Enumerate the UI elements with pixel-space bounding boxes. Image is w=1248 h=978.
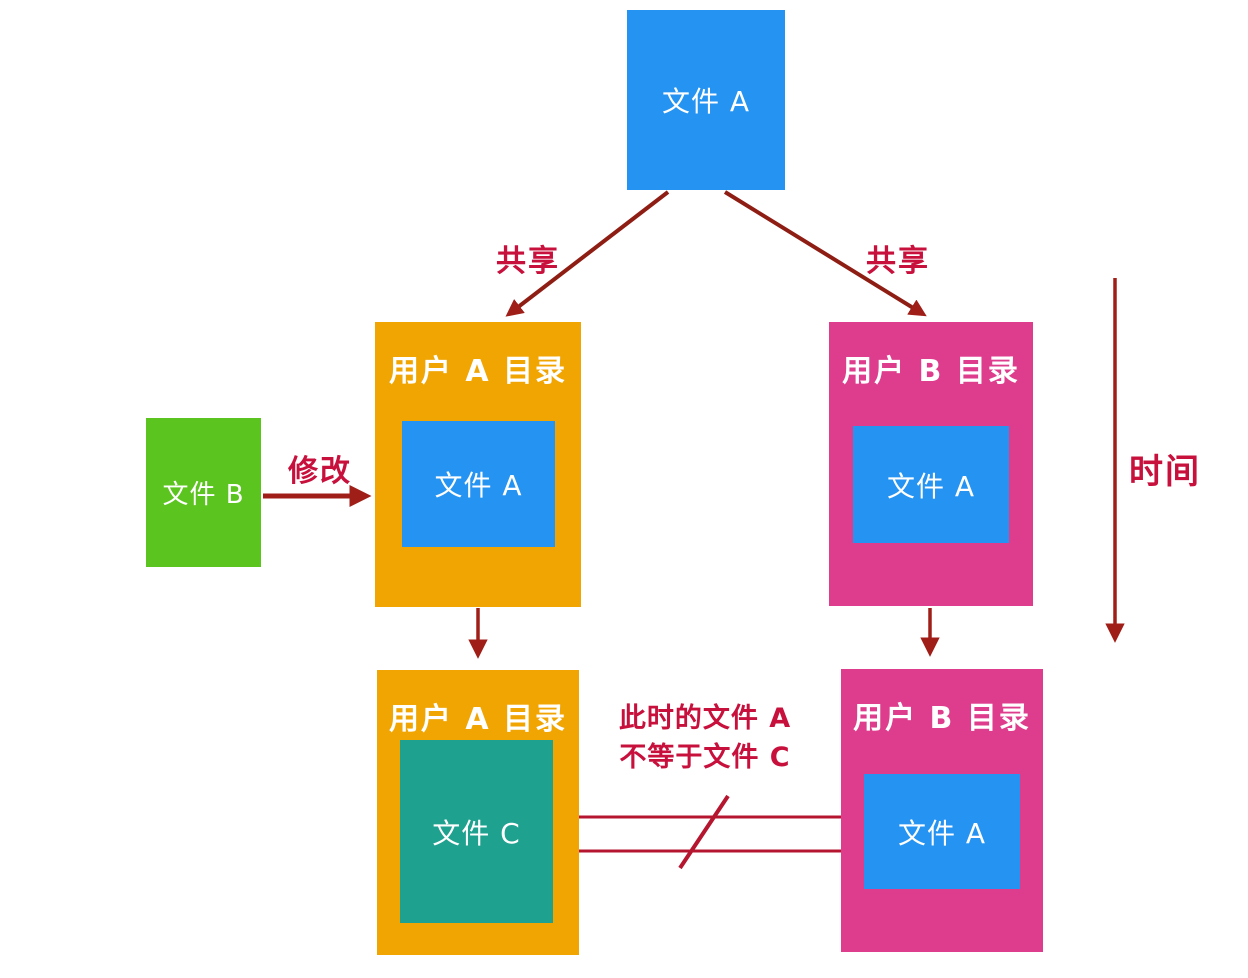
file-a-top-label: 文件 A	[661, 85, 751, 118]
file-b-box: 文件 B	[146, 418, 261, 567]
dir-a-top-title: 用户 A 目录	[388, 354, 568, 389]
dir-b-top-title: 用户 B 目录	[842, 354, 1020, 389]
dir-a-bottom-box: 用户 A 目录 文件 C	[377, 670, 579, 955]
not-equal-caption-line1: 此时的文件 A	[618, 703, 792, 734]
share-right-label: 共享	[866, 244, 930, 279]
file-c-label: 文件 C	[432, 816, 521, 850]
file-a-top-box: 文件 A	[627, 10, 785, 190]
share-left-label: 共享	[496, 244, 560, 279]
file-a-in-dir-b-bottom-box: 文件 A	[864, 774, 1020, 889]
dir-b-bottom-title: 用户 B 目录	[853, 701, 1031, 736]
file-a-in-dir-b-box: 文件 A	[853, 426, 1009, 543]
dir-a-top-box: 用户 A 目录 文件 A	[375, 322, 581, 607]
time-label: 时间	[1129, 452, 1201, 492]
dir-b-top-box: 用户 B 目录 文件 A	[829, 322, 1033, 606]
dir-b-bottom-box: 用户 B 目录 文件 A	[841, 669, 1043, 952]
not-equal-slash	[678, 794, 730, 870]
file-a-in-dir-b-bottom-label: 文件 A	[897, 816, 987, 850]
file-b-label: 文件 B	[162, 480, 245, 510]
file-a-in-dir-a-box: 文件 A	[402, 421, 555, 547]
not-equal-caption-line2: 不等于文件 C	[619, 742, 791, 773]
file-a-in-dir-a-label: 文件 A	[434, 469, 523, 502]
file-a-in-dir-b-label: 文件 A	[886, 469, 976, 503]
file-c-box: 文件 C	[400, 740, 553, 923]
not-equal-caption: 此时的文件 A 不等于文件 C	[590, 699, 820, 777]
modify-label: 修改	[288, 454, 352, 489]
dir-a-bottom-title: 用户 A 目录	[388, 702, 568, 737]
